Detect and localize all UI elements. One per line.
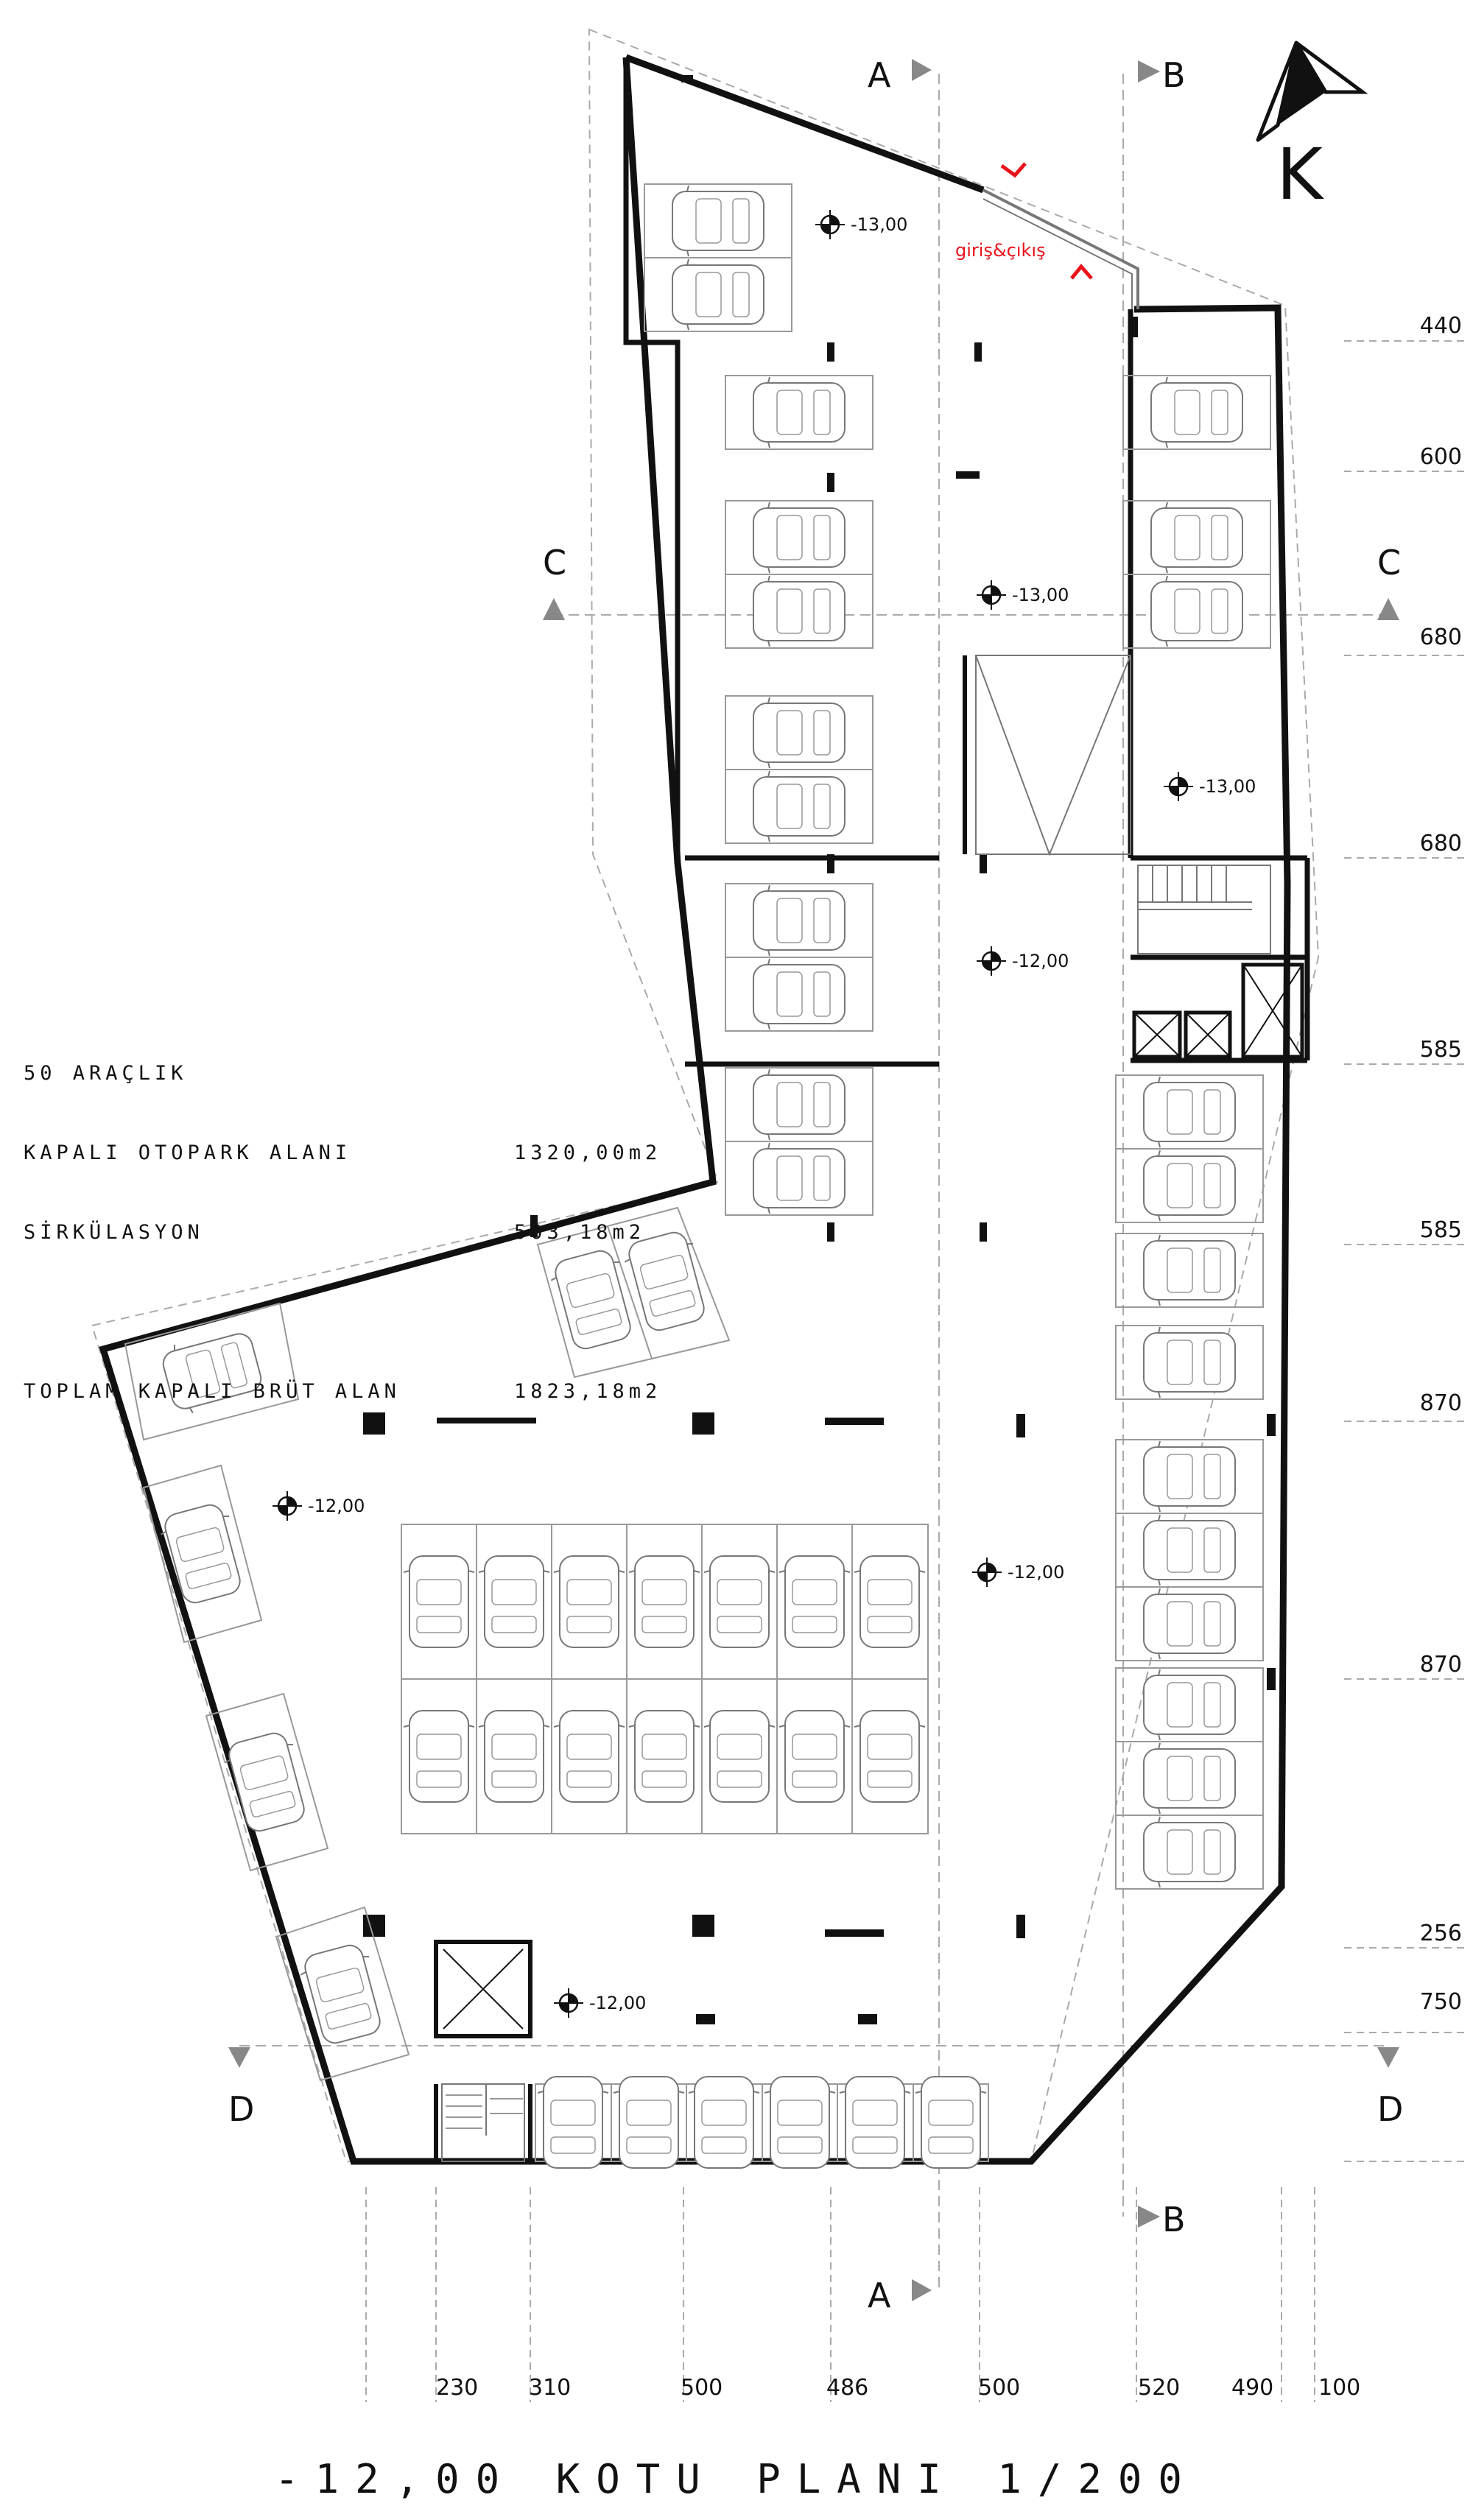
ramp-shaft: [963, 655, 1131, 856]
elevators-north: [1132, 962, 1304, 1059]
entrance-label: giriş&çıkış: [955, 240, 1046, 261]
parking-stalls: [124, 183, 1271, 2169]
north-arrow: [1256, 41, 1368, 142]
dim-bottom-label: 486: [826, 2375, 868, 2401]
summary-vehicles: 50 ARAÇLIK: [24, 1062, 188, 1085]
dim-right-label: 256: [1420, 1921, 1462, 1946]
dim-bottom-label: 490: [1231, 2375, 1273, 2401]
level-label-left-wing: -12,00: [308, 1496, 365, 1516]
level-label-right-room: -13,00: [1199, 776, 1256, 797]
entrance-ramp-wall: [982, 189, 1139, 309]
dim-right-label: 600: [1420, 444, 1462, 470]
columns: [363, 75, 1276, 2024]
summary-vehicles-row: 50 ARAÇLIK: [24, 1060, 401, 1087]
dim-right-label: 680: [1420, 624, 1462, 650]
dim-bottom-label: 100: [1318, 2375, 1360, 2401]
summary-spacer: [24, 1299, 401, 1326]
summary-circulation-label: SİRKÜLASYON: [24, 1221, 204, 1244]
section-label-c-left: C: [543, 543, 566, 583]
level-label-mid-center: -13,00: [1012, 585, 1069, 605]
site-boundary: [91, 28, 1320, 2162]
dim-right-label: 870: [1420, 1390, 1462, 1416]
elevator-south: [434, 1940, 532, 2038]
dim-right-label: 585: [1420, 1037, 1462, 1063]
dim-right-label: 585: [1420, 1217, 1462, 1243]
dim-bottom-label: 520: [1138, 2375, 1180, 2401]
dims-right-lines: [1344, 340, 1469, 2162]
summary-parking-label: KAPALI OTOPARK ALANI: [24, 1141, 352, 1164]
north-label: K: [1276, 133, 1324, 216]
dim-bottom-label: 500: [681, 2375, 723, 2401]
section-label-c-right: C: [1377, 543, 1401, 583]
dim-bottom-label: 230: [436, 2375, 478, 2401]
dim-right-label: 680: [1420, 831, 1462, 856]
summary-parking-value: 1320,00m2: [514, 1141, 662, 1164]
dim-right-label: 750: [1420, 1989, 1462, 2015]
level-label-center-large: -12,00: [1008, 1562, 1064, 1583]
summary-total-label: TOPLAM KAPALI BRÜT ALAN: [24, 1380, 401, 1403]
level-label-top-left: -13,00: [851, 214, 907, 235]
stair-south: [434, 2083, 532, 2162]
section-label-d-left: D: [228, 2089, 254, 2129]
dim-bottom-label: 310: [529, 2375, 571, 2401]
drawing-title: -12,00 KOTU PLANI 1/200: [275, 2456, 1198, 2502]
section-label-b-top: B: [1162, 55, 1186, 95]
dim-right-label: 440: [1420, 313, 1462, 339]
section-label-a-bottom: A: [868, 2276, 891, 2315]
section-label-a-top: A: [868, 55, 891, 95]
section-label-b-bottom: B: [1162, 2200, 1186, 2239]
dim-bottom-label: 500: [978, 2375, 1020, 2401]
section-arrows: [228, 59, 1399, 2301]
summary-total-value: 1823,18m2: [514, 1380, 662, 1403]
inner-walls: [623, 57, 1310, 1067]
dim-right-label: 870: [1420, 1652, 1462, 1678]
level-label-bottom-elevator: -12,00: [589, 1993, 646, 2013]
dims-bottom-lines: [365, 2187, 1315, 2402]
entrance-arrows: [1000, 162, 1093, 280]
section-label-d-right: D: [1377, 2089, 1403, 2129]
stair-north: [1137, 865, 1271, 954]
summary-circulation-value: 503,18m2: [514, 1221, 646, 1244]
level-label-mid-lower: -12,00: [1012, 951, 1069, 971]
